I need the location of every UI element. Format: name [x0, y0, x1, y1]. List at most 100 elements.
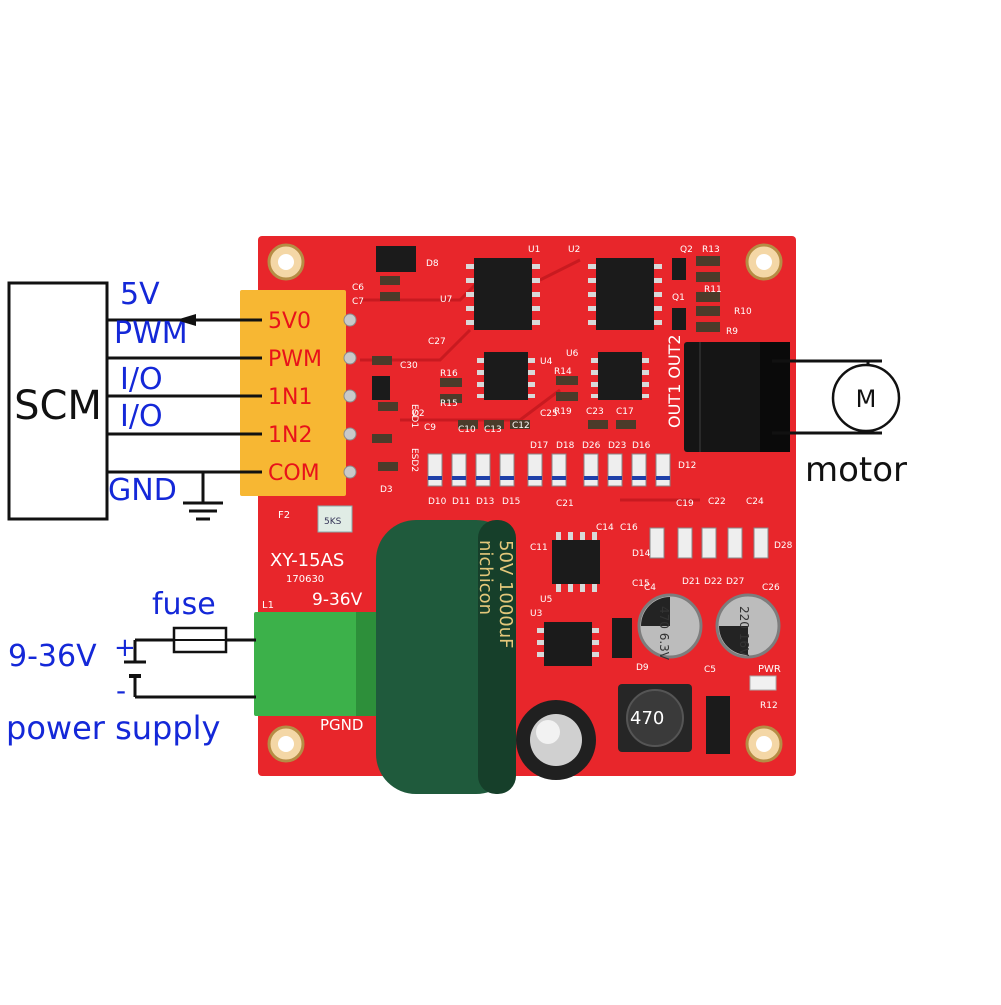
capacitor-c4: [637, 593, 703, 659]
input-terminal-p1: [240, 290, 357, 496]
ref-q1: Q1: [672, 293, 685, 303]
plus-sign: +: [114, 633, 136, 663]
diode-d7: [706, 696, 730, 754]
ref-c13: C13: [484, 425, 502, 435]
ref-d21: D21: [682, 577, 700, 587]
ref-d2: D2: [412, 409, 425, 419]
ref-d13: D13: [476, 497, 494, 507]
ref-u6: U6: [566, 349, 579, 359]
ref-d26: D26: [582, 441, 601, 451]
mounting-hole-center: [756, 736, 772, 752]
ref-esd2: ESD2: [409, 448, 419, 472]
ref-d9: D9: [636, 663, 649, 673]
ref-r14: R14: [554, 367, 572, 377]
ref-r12: R12: [760, 701, 778, 711]
ref-u7: U7: [440, 295, 452, 305]
chip-u4: [477, 352, 535, 400]
main-cap-rating: 50V 1000uF: [495, 540, 516, 649]
ref-c12: C12: [512, 421, 530, 431]
power-wiring: [124, 626, 256, 699]
signal-wire-label: 5V: [120, 277, 160, 312]
board-date-code: 170630: [286, 574, 324, 585]
terminal-pin-label: 5V0: [268, 309, 311, 334]
fuse-marking: 5KS: [324, 517, 342, 527]
output-connector-p3: [684, 342, 790, 452]
ref-c19: C19: [676, 499, 694, 509]
supply-label: power supply: [6, 709, 220, 747]
fuse-f2: [317, 505, 353, 533]
ref-u5: U5: [540, 595, 552, 605]
motor-symbol-letter: M: [856, 385, 877, 413]
main-cap-brand: nichicon: [475, 540, 496, 615]
ref-c15: C15: [632, 579, 650, 589]
board-model: XY-15AS: [270, 550, 344, 571]
ref-q2: Q2: [680, 245, 693, 255]
mounting-holes: [267, 243, 783, 763]
ref-d3: D3: [380, 485, 393, 495]
ref-p1: F2: [278, 510, 290, 521]
ref-d8: D8: [426, 259, 439, 269]
ref-c26: C26: [762, 583, 780, 593]
ref-c7: C7: [352, 297, 364, 307]
power-terminal-p2: [254, 612, 376, 716]
ref-u4: U4: [540, 357, 553, 367]
controller-box: SCM: [7, 281, 109, 521]
ref-c14: C14: [596, 523, 614, 533]
ref-esd1: ESD1: [409, 404, 419, 428]
ref-c25: C25: [540, 409, 558, 419]
mounting-hole-center: [278, 254, 294, 270]
motor-driver-board: [240, 236, 796, 794]
chip-u3: [537, 622, 599, 666]
scm-label: SCM: [14, 383, 102, 429]
capacitor-markings: nichicon 50V 1000uF 470 6.3V 220 16V: [475, 540, 751, 661]
ref-r11: R11: [704, 285, 722, 295]
ref-c17: C17: [616, 407, 634, 417]
chip-d9: [612, 618, 632, 658]
ref-d27: D27: [726, 577, 744, 587]
capacitor-small: [516, 700, 596, 780]
signal-wire-label: PWM: [114, 316, 188, 351]
signal-wire-label: GND: [108, 473, 177, 508]
board-pwr: PWR: [758, 664, 781, 675]
scm-box: [7, 281, 109, 521]
ref-c22: C22: [708, 497, 726, 507]
transistors: [372, 258, 686, 400]
signal-wire-label: I/O: [120, 399, 163, 434]
capacitor-main: [376, 520, 516, 794]
chip-u1: [466, 258, 540, 330]
ref-u1: U1: [528, 245, 540, 255]
capacitor-main-stripe: [478, 520, 516, 794]
ref-c23: C23: [586, 407, 604, 417]
cap-c26-marking: 220 16V: [737, 606, 751, 657]
power-terminal-side: [356, 612, 376, 716]
chip-u6: [591, 352, 649, 400]
ref-c6: C6: [352, 283, 364, 293]
terminal-pin-label: 1N2: [268, 423, 312, 448]
ref-d22: D22: [704, 577, 722, 587]
board-voltage: 9-36V: [312, 590, 363, 610]
voltage-label: 9-36V: [8, 639, 97, 674]
motor-wiring: M motor: [772, 359, 907, 490]
board-silkscreen: XY-15AS 170630 9-36V PGND OUT1 OUT2 PWR …: [262, 245, 793, 734]
fuse-label: fuse: [152, 587, 216, 622]
terminal-pin-label: 1N1: [268, 385, 312, 410]
ref-d17: D17: [530, 441, 548, 451]
ref-c16: C16: [620, 523, 638, 533]
ref-d16: D16: [632, 441, 651, 451]
ref-c11: C11: [530, 543, 548, 553]
minus-sign: -: [116, 674, 126, 707]
ref-d18: D18: [556, 441, 575, 451]
capacitor-c26: [715, 593, 781, 659]
board-outputs: OUT1 OUT2: [665, 334, 684, 428]
ref-d23: D23: [608, 441, 626, 451]
ref-c5: C5: [704, 665, 716, 675]
power-labels: fuse 9-36V + - power supply: [6, 587, 220, 747]
terminal-pin-label: COM: [268, 461, 320, 486]
ref-d10: D10: [428, 497, 447, 507]
chip-d8: [376, 246, 416, 272]
ref-c24: C24: [746, 497, 764, 507]
input-terminal-body: [240, 290, 346, 496]
ref-c4: C4: [644, 583, 656, 593]
